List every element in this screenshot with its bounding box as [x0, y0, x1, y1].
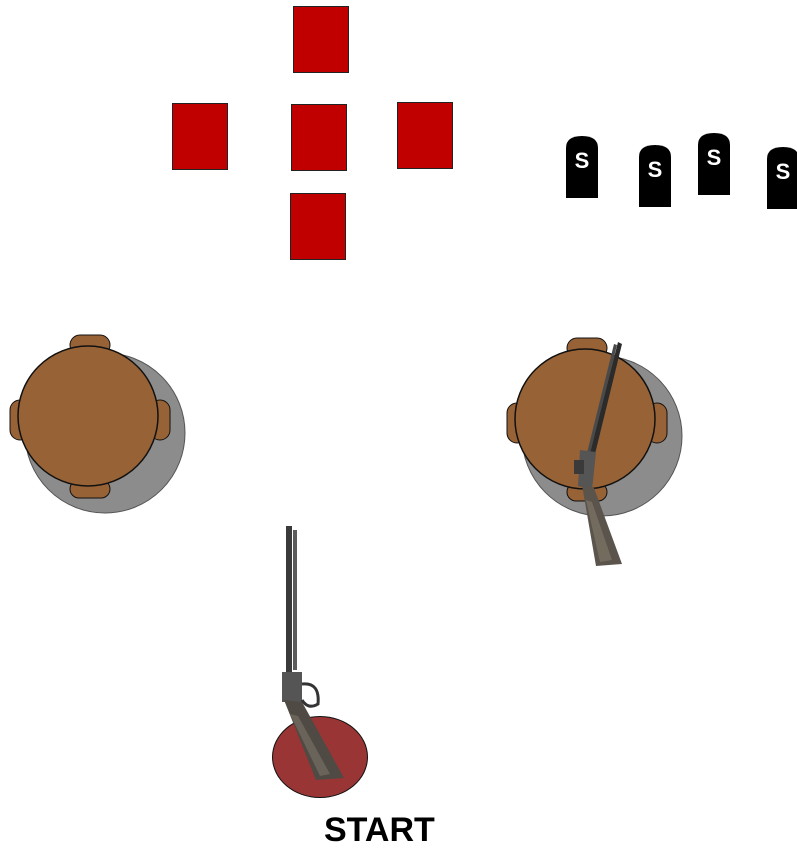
start-label: START: [272, 812, 458, 848]
paper-target-top: [293, 6, 349, 73]
svg-text:S: S: [707, 145, 722, 170]
lever-action-rifle-icon: [268, 524, 358, 784]
paper-target-center: [291, 104, 347, 171]
round-table-left: [0, 330, 190, 520]
steel-target-3: S: [696, 131, 732, 197]
steel-target-4: S: [765, 145, 797, 211]
steel-target-2: S: [637, 143, 673, 209]
svg-text:S: S: [776, 159, 791, 184]
svg-text:S: S: [575, 148, 590, 173]
shotgun-icon: [560, 340, 640, 570]
svg-text:S: S: [648, 157, 663, 182]
paper-target-bottom: [290, 193, 346, 260]
paper-target-right: [397, 102, 453, 169]
steel-target-1: S: [564, 134, 600, 200]
paper-target-left: [172, 103, 228, 170]
